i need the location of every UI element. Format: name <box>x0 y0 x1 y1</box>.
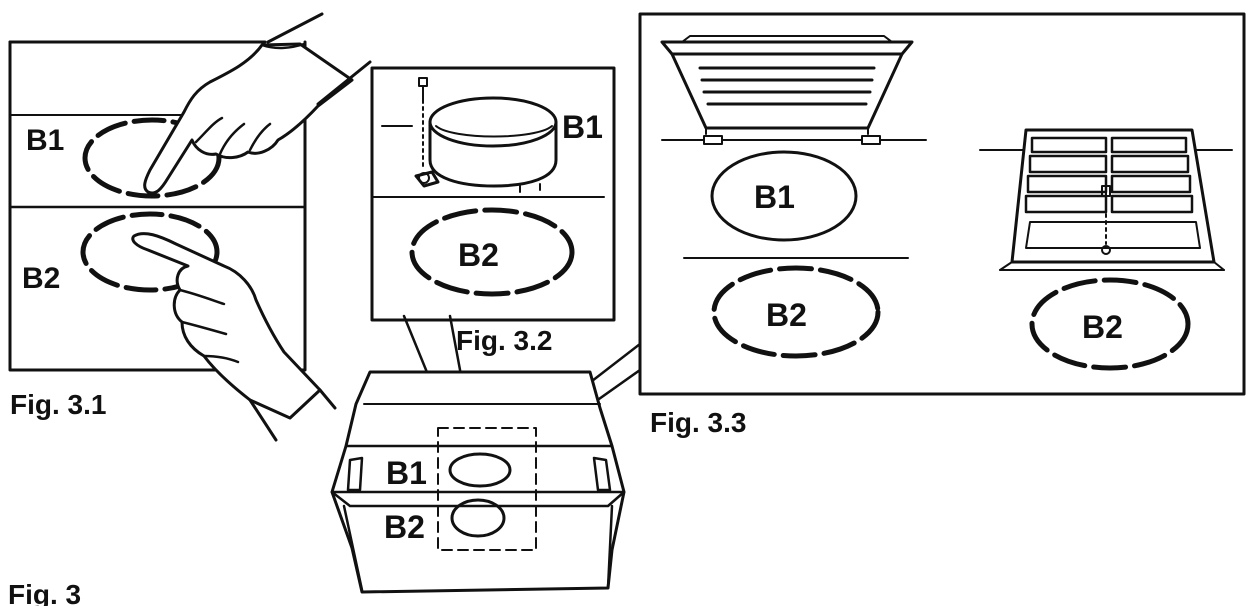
fig-3-3-cutout-b2-left <box>711 265 881 359</box>
round-duct-collar-icon <box>414 96 558 193</box>
side-slot-right <box>592 456 612 492</box>
fig-3-label-b2: B2 <box>384 509 425 545</box>
rectangular-grille-icon <box>660 35 914 135</box>
screw-icon <box>418 77 428 171</box>
fig-3-3-caption: Fig. 3.3 <box>650 407 746 438</box>
housing-sides <box>342 504 614 592</box>
side-slot-left <box>346 456 364 492</box>
fig-3-1-cutout-b2 <box>80 211 220 293</box>
fig-3-3-clip-right <box>861 135 881 145</box>
fig-3-3-cutout-b2-right <box>1029 277 1191 371</box>
housing-top-plate <box>330 444 626 494</box>
fig-3-caption: Fig. 3 <box>8 579 81 606</box>
unit-opening-b2 <box>450 498 506 538</box>
housing-plate-front <box>330 490 626 508</box>
fig-3-1-caption: Fig. 3.1 <box>10 389 106 420</box>
fig-3-label-b1: B1 <box>386 455 427 491</box>
unit-opening-b1 <box>448 452 512 488</box>
fig-3-3-opening-b1 <box>710 150 858 242</box>
fig-3-2-label-b2: B2 <box>458 237 499 273</box>
pointing-hand-upper-icon <box>143 12 372 195</box>
fig-3-1-cutout-b1 <box>82 117 222 199</box>
fig-3-3-label-b2-left: B2 <box>766 297 807 333</box>
fig-3-unit: B1 B2 Fig. 3 <box>8 314 642 610</box>
fig-3-1-label-b2: B2 <box>22 262 60 295</box>
fig-3-3-label-b1: B1 <box>754 179 795 215</box>
fig-3-1-panel: B1 B2 Fig. 3.1 <box>8 12 372 442</box>
grid-grille-icon <box>999 128 1225 271</box>
fig-3-2-label-b1: B1 <box>562 109 603 145</box>
fig-3-3-panel: B1 B2 B2 Fig. 3.3 <box>638 12 1246 438</box>
pointing-hand-lower-icon <box>131 232 337 442</box>
fig-3-1-label-b1: B1 <box>26 124 64 157</box>
fig-3-3-label-b2-right: B2 <box>1082 309 1123 345</box>
cutout-reference-box <box>437 427 537 551</box>
fig-3-3-clip-left <box>703 135 723 145</box>
fig-3-2-panel: B1 B2 Fig. 3.2 <box>370 66 616 356</box>
fig-3-2-caption: Fig. 3.2 <box>456 325 552 356</box>
fig-3-2-cutout-b2 <box>409 207 575 297</box>
